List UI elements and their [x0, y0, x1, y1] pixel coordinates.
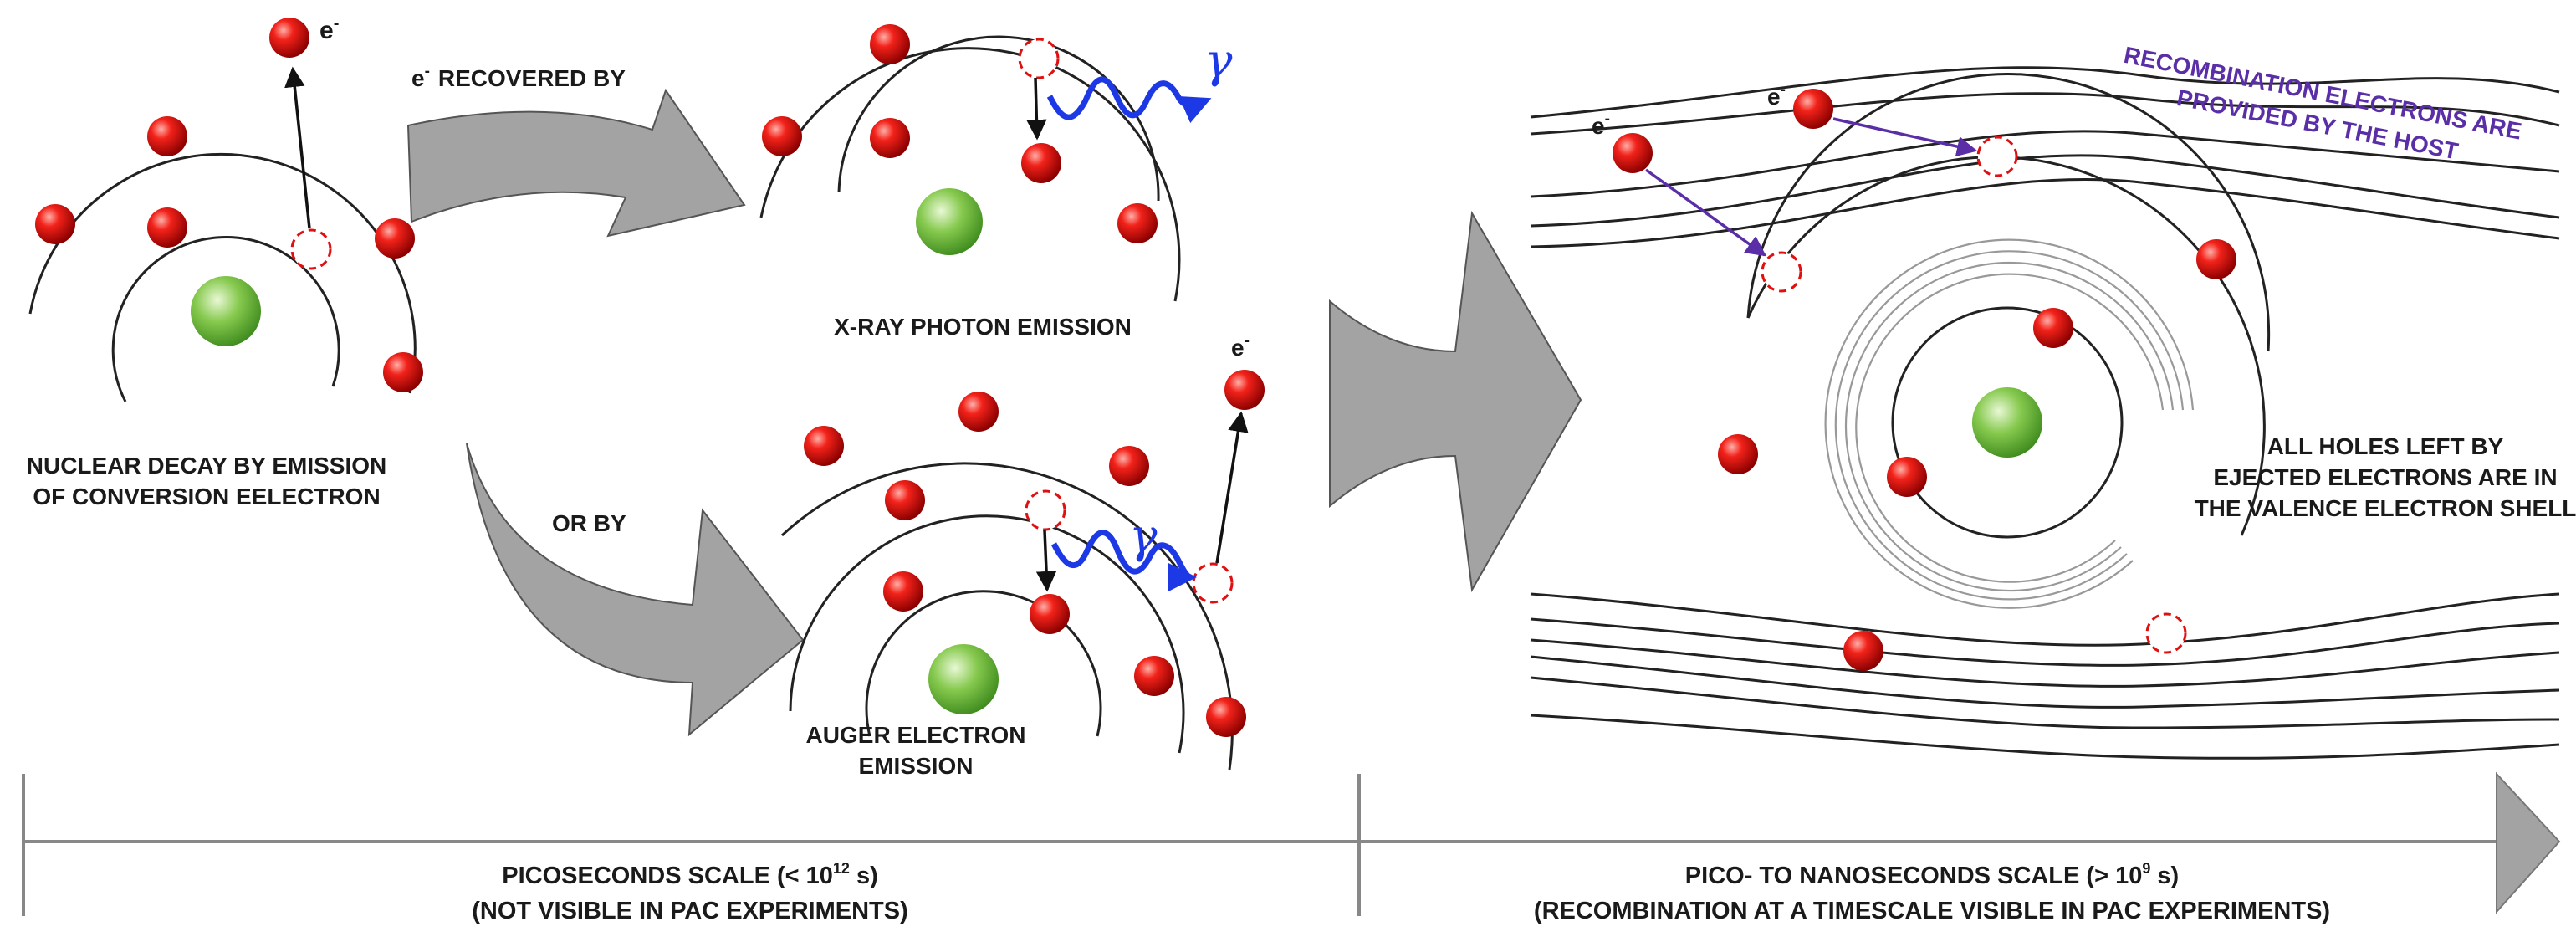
recovered-arrow	[406, 88, 746, 238]
auger-electrons	[804, 370, 1265, 737]
or-by-arrow	[466, 443, 805, 737]
svg-text:e-: e-	[1767, 81, 1786, 110]
left-scale-line2: (NOT VISIBLE IN PAC EXPERIMENTS)	[472, 898, 908, 924]
auger-electron-symbol: e	[1231, 335, 1245, 361]
recomb-arrow-1	[1832, 117, 1978, 157]
auger-hole-outer	[1192, 562, 1234, 604]
left-scale-line1: PICOSECONDS SCALE (< 1012 s)	[502, 860, 878, 889]
or-by-label: OR BY	[552, 510, 626, 536]
inner-shell	[111, 236, 340, 402]
recomb-nucleus	[1972, 387, 2042, 458]
svg-text:e-: e-	[319, 14, 339, 44]
transition-arrow	[1329, 210, 1582, 593]
holes-caption-line3: THE VALENCE ELECTRON SHELL	[2195, 495, 2576, 521]
filled-core-shells	[1824, 238, 2195, 609]
ejected-electron-label: e	[319, 17, 334, 44]
holes-caption-line1: ALL HOLES LEFT BY	[2267, 433, 2504, 459]
recomb-holes	[1761, 136, 2187, 654]
ejection-arrow	[284, 66, 311, 229]
xray-nucleus	[916, 188, 983, 255]
auger-hole-inner	[1025, 489, 1066, 531]
xray-hole	[1018, 38, 1060, 79]
decay-caption-line1: NUCLEAR DECAY BY EMISSION	[27, 453, 386, 479]
recomb-arrow-2	[1644, 168, 1766, 257]
outer-shell	[28, 152, 417, 394]
decay-nucleus	[191, 276, 261, 346]
svg-text:e-: e-	[1231, 332, 1250, 361]
xray-electrons	[762, 24, 1158, 243]
xray-atom	[759, 35, 1181, 302]
timeline	[22, 771, 2561, 916]
recomb-electron-symbol-1: e	[1592, 113, 1605, 139]
decay-hole	[290, 228, 332, 270]
recovered-by-label: RECOVERED BY	[438, 65, 626, 91]
recomb-electron-symbol-2: e	[1767, 84, 1781, 110]
host-lines-bottom	[1530, 592, 2560, 760]
auger-transition-arrow	[1035, 530, 1057, 592]
right-scale-line1: PICO- TO NANOSECONDS SCALE (> 109 s)	[1685, 860, 2179, 889]
recomb-electrons	[1613, 89, 2236, 671]
recovered-electron-symbol: e	[411, 65, 425, 91]
decay-caption-line2: OF CONVERSION EELECTRON	[33, 484, 380, 509]
auger-caption-line2: EMISSION	[859, 753, 974, 779]
auger-gamma-symbol: γ	[1129, 509, 1158, 564]
host-lines-top	[1530, 66, 2560, 248]
right-scale-line2: (RECOMBINATION AT A TIMESCALE VISIBLE IN…	[1534, 898, 2330, 924]
auger-atom	[780, 462, 1234, 770]
svg-text:e-RECOVERED BY: e-RECOVERED BY	[411, 63, 626, 91]
auger-caption-line1: AUGER ELECTRON	[806, 722, 1026, 748]
timeline-arrowhead	[2496, 771, 2561, 914]
decay-electrons	[35, 18, 423, 392]
xray-gamma-symbol: γ	[1204, 34, 1233, 89]
xray-gamma-wave	[1046, 76, 1212, 124]
auger-ejection-arrow	[1215, 411, 1249, 564]
holes-caption-line2: EJECTED ELECTRONS ARE IN	[2213, 464, 2557, 490]
svg-text:e-: e-	[1592, 110, 1610, 139]
xray-transition-arrow	[1026, 77, 1047, 141]
valence-shell	[1746, 72, 2271, 536]
auger-gamma-wave	[1050, 530, 1197, 592]
inner-shell-recomb	[1891, 306, 2124, 539]
xray-caption: X-RAY PHOTON EMISSION	[834, 314, 1132, 340]
auger-nucleus	[928, 644, 999, 714]
